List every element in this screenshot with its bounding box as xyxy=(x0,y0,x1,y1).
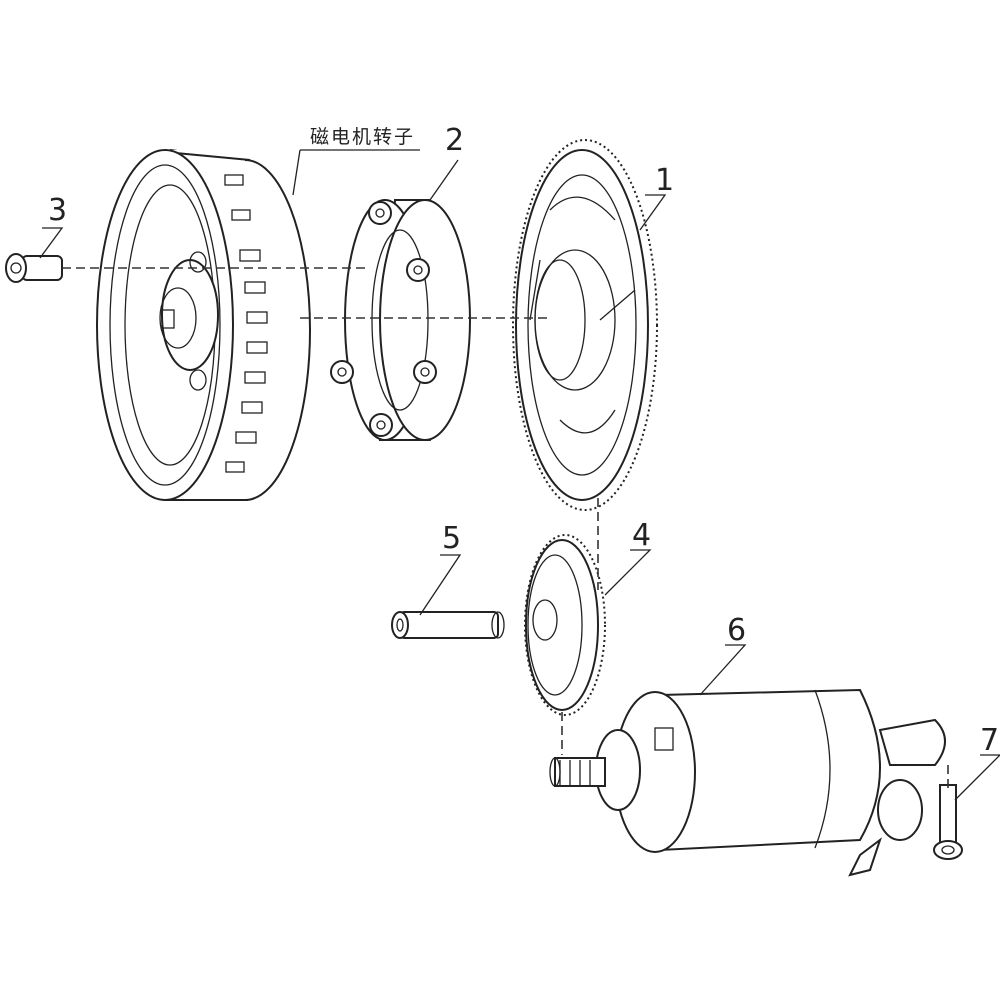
small-gear-4 xyxy=(524,534,606,716)
bolt-7 xyxy=(933,784,963,860)
rotor-rim-slots xyxy=(224,174,268,473)
clutch-bolt-heads xyxy=(330,201,437,437)
callout-1: 1 xyxy=(655,163,674,198)
callout-4: 4 xyxy=(632,518,651,553)
bolt-3 xyxy=(5,253,63,283)
callout-2: 2 xyxy=(445,123,464,158)
rotor-name-label: 磁电机转子 xyxy=(310,126,415,148)
pin-5 xyxy=(391,611,505,639)
assembly-centerlines xyxy=(62,267,949,790)
callout-7: 7 xyxy=(980,723,999,758)
rotor-hub xyxy=(159,251,219,391)
starter-motor-6 xyxy=(549,688,946,877)
callout-5: 5 xyxy=(442,521,461,556)
large-gear-1 xyxy=(512,139,658,511)
callout-6: 6 xyxy=(727,613,746,648)
clutch-2 xyxy=(330,199,471,441)
magneto-rotor xyxy=(96,149,311,501)
leader-lines xyxy=(39,149,1000,801)
callout-3: 3 xyxy=(48,193,67,228)
